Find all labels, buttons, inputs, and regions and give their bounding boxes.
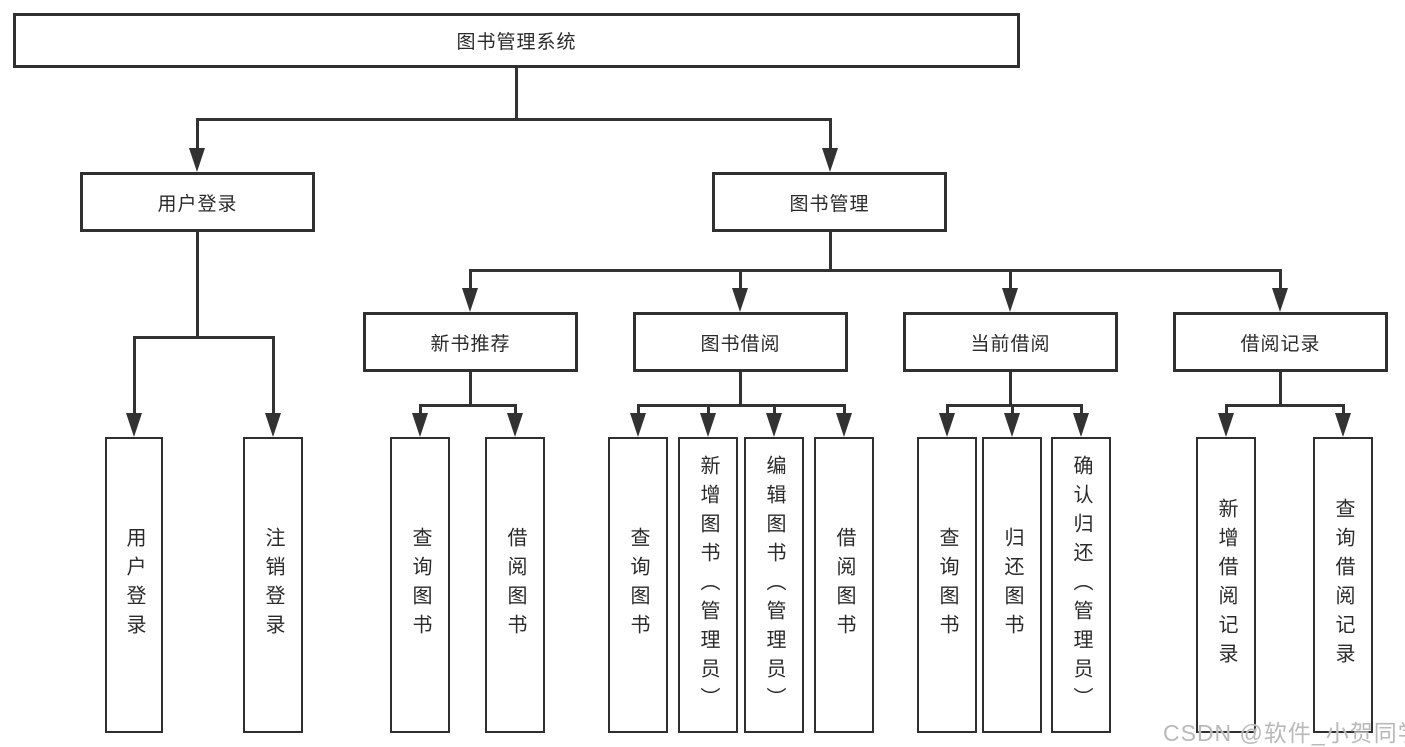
connector-drop-cb-query bbox=[946, 404, 949, 415]
connector-drop-cb-return bbox=[1011, 404, 1014, 415]
connector-drop-bb-edit bbox=[773, 404, 776, 415]
leaf-logout: 注销登录 bbox=[243, 437, 303, 733]
connector-drop-leaf-logout bbox=[272, 336, 275, 414]
arrowhead-down-nb-query bbox=[412, 413, 428, 437]
csdn-watermark: CSDN @软件_小贺同学 bbox=[1163, 720, 1405, 746]
arrowhead-down-current-borrow bbox=[1002, 288, 1018, 312]
arrowhead-down-borrow-records bbox=[1272, 288, 1288, 312]
leaf-cb-return-books-label: 归还图书 bbox=[1001, 527, 1023, 643]
arrowhead-down-cb-confirm bbox=[1073, 413, 1089, 437]
connector-user-login-stub bbox=[196, 232, 199, 338]
node-user-login: 用户登录 bbox=[80, 172, 315, 232]
connector-drop-bb-query bbox=[637, 404, 640, 415]
node-root: 图书管理系统 bbox=[13, 13, 1020, 68]
connector-drop-book-management bbox=[829, 118, 832, 150]
node-new-book-recommend-label: 新书推荐 bbox=[430, 333, 511, 355]
leaf-cb-query-books-label: 查询图书 bbox=[936, 527, 958, 643]
node-current-borrowing-label: 当前借阅 bbox=[970, 333, 1051, 355]
leaf-nb-borrow-books-label: 借阅图书 bbox=[504, 527, 526, 643]
node-user-login-label: 用户登录 bbox=[157, 193, 238, 215]
connector-level2-hline bbox=[196, 118, 832, 121]
connector-drop-leaf-login bbox=[133, 336, 136, 414]
connector-drop-br-add bbox=[1225, 404, 1228, 415]
leaf-nb-query-books-label: 查询图书 bbox=[409, 527, 431, 643]
connector-user-login-hline bbox=[133, 336, 275, 339]
arrowhead-down-bb-borrow bbox=[836, 413, 852, 437]
arrowhead-down-bb-edit bbox=[766, 413, 782, 437]
arrowhead-down-bb-add bbox=[700, 413, 716, 437]
connector-drop-cb-confirm bbox=[1080, 404, 1083, 415]
arrowhead-down-cb-return bbox=[1004, 413, 1020, 437]
node-book-borrowing: 图书借阅 bbox=[633, 312, 848, 372]
arrowhead-down-bb-query bbox=[630, 413, 646, 437]
leaf-bb-edit-book-admin-label: 编辑图书（管理员） bbox=[763, 454, 785, 716]
arrowhead-down-new-book bbox=[462, 288, 478, 312]
arrowhead-down-user-login bbox=[189, 148, 205, 172]
leaf-bb-borrow-books: 借阅图书 bbox=[814, 437, 874, 733]
connector-book-borrow-hline bbox=[637, 404, 846, 407]
connector-drop-user-login bbox=[196, 118, 199, 150]
arrowhead-down-leaf-logout bbox=[265, 413, 281, 437]
leaf-bb-add-book-admin: 新增图书（管理员） bbox=[678, 437, 738, 733]
connector-book-borrow-stub bbox=[739, 372, 742, 406]
connector-level3-hline bbox=[469, 269, 1282, 272]
connector-new-book-stub bbox=[469, 372, 472, 406]
connector-book-management-stub bbox=[829, 232, 832, 271]
leaf-cb-confirm-return-admin: 确认归还（管理员） bbox=[1051, 437, 1111, 733]
connector-current-borrow-stub bbox=[1009, 372, 1012, 406]
leaf-br-query-record: 查询借阅记录 bbox=[1313, 437, 1373, 733]
leaf-bb-query-books-label: 查询图书 bbox=[627, 527, 649, 643]
connector-drop-new-book bbox=[469, 269, 472, 290]
leaf-bb-edit-book-admin: 编辑图书（管理员） bbox=[744, 437, 804, 733]
connector-new-book-hline bbox=[419, 404, 517, 407]
connector-borrow-records-stub bbox=[1279, 372, 1282, 406]
connector-drop-nb-borrow bbox=[514, 404, 517, 415]
leaf-user-login: 用户登录 bbox=[105, 437, 163, 733]
arrowhead-down-br-add bbox=[1218, 413, 1234, 437]
arrowhead-down-cb-query bbox=[939, 413, 955, 437]
leaf-nb-query-books: 查询图书 bbox=[390, 437, 450, 733]
leaf-br-add-record-label: 新增借阅记录 bbox=[1215, 498, 1237, 672]
leaf-user-login-label: 用户登录 bbox=[123, 527, 145, 643]
arrowhead-down-leaf-login bbox=[126, 413, 142, 437]
leaf-br-add-record: 新增借阅记录 bbox=[1196, 437, 1256, 733]
node-book-borrowing-label: 图书借阅 bbox=[700, 333, 781, 355]
connector-drop-current-borrow bbox=[1009, 269, 1012, 290]
connector-current-borrow-hline bbox=[946, 404, 1083, 407]
node-book-management: 图书管理 bbox=[712, 172, 947, 232]
connector-root-trunk bbox=[515, 68, 518, 120]
arrowhead-down-book-borrow bbox=[732, 288, 748, 312]
arrowhead-down-book-management bbox=[822, 148, 838, 172]
leaf-bb-query-books: 查询图书 bbox=[608, 437, 668, 733]
connector-drop-bb-borrow bbox=[843, 404, 846, 415]
arrowhead-down-nb-borrow bbox=[507, 413, 523, 437]
node-borrowing-records-label: 借阅记录 bbox=[1240, 333, 1321, 355]
node-new-book-recommend: 新书推荐 bbox=[363, 312, 578, 372]
leaf-cb-confirm-return-admin-label: 确认归还（管理员） bbox=[1070, 454, 1092, 716]
node-current-borrowing: 当前借阅 bbox=[903, 312, 1118, 372]
node-book-management-label: 图书管理 bbox=[789, 193, 870, 215]
leaf-cb-query-books: 查询图书 bbox=[917, 437, 977, 733]
leaf-br-query-record-label: 查询借阅记录 bbox=[1332, 498, 1354, 672]
leaf-logout-label: 注销登录 bbox=[262, 527, 284, 643]
arrowhead-down-br-query bbox=[1335, 413, 1351, 437]
node-root-label: 图书管理系统 bbox=[456, 32, 577, 53]
connector-drop-br-query bbox=[1342, 404, 1345, 415]
connector-drop-nb-query bbox=[419, 404, 422, 415]
node-borrowing-records: 借阅记录 bbox=[1173, 312, 1388, 372]
connector-drop-bb-add bbox=[707, 404, 710, 415]
connector-drop-book-borrow bbox=[739, 269, 742, 290]
connector-drop-borrow-records bbox=[1279, 269, 1282, 290]
leaf-nb-borrow-books: 借阅图书 bbox=[485, 437, 545, 733]
connector-borrow-records-hline bbox=[1225, 404, 1345, 407]
leaf-bb-add-book-admin-label: 新增图书（管理员） bbox=[697, 454, 719, 716]
leaf-bb-borrow-books-label: 借阅图书 bbox=[833, 527, 855, 643]
leaf-cb-return-books: 归还图书 bbox=[982, 437, 1042, 733]
